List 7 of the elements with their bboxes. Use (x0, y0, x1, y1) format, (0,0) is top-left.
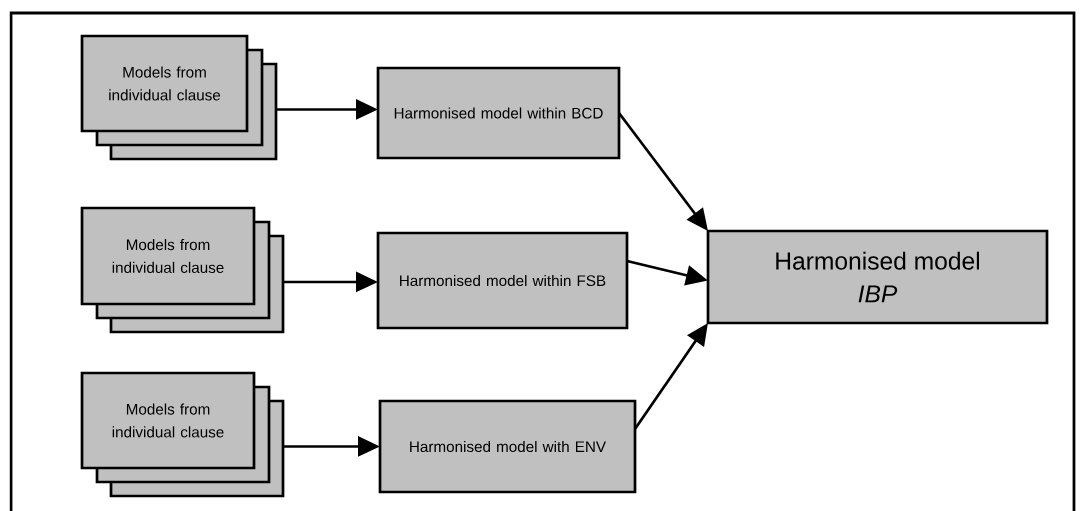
process-box: Harmonised model within FSB (376, 231, 629, 330)
stacked-boxes: Models from individual clause (80, 371, 285, 498)
stacked-boxes: Models from individual clause (80, 34, 278, 161)
process-box: Harmonised model within BCD (376, 66, 621, 160)
stacked-boxes: Models from individual clause (80, 206, 285, 334)
process-box: Harmonised model with ENV (378, 399, 637, 494)
process-box: Harmonised model IBP (706, 229, 1049, 325)
